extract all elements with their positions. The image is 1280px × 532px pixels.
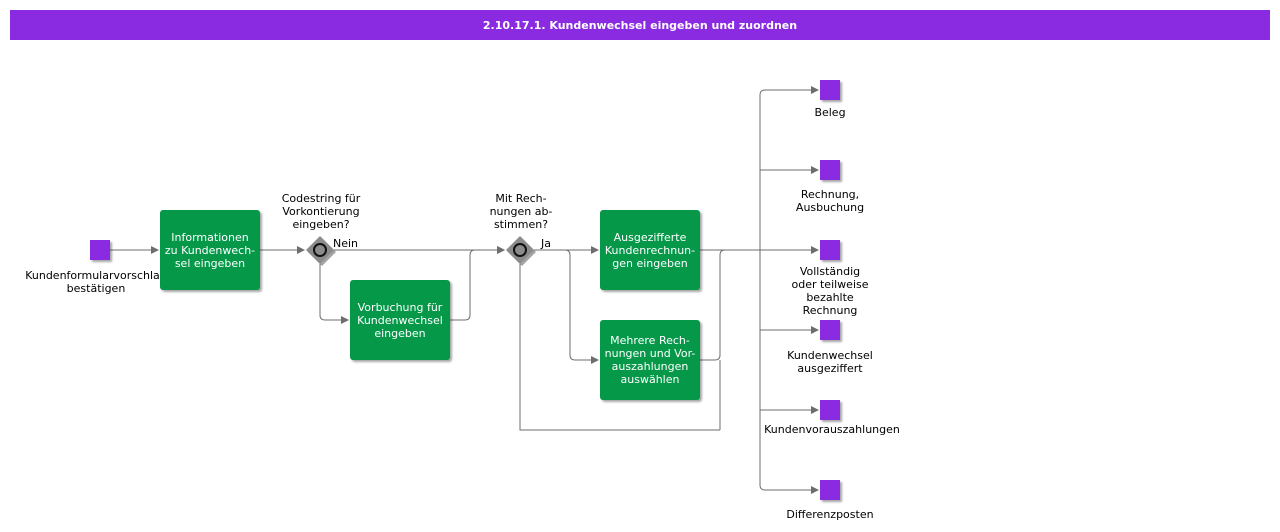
end-event-differenzposten[interactable] xyxy=(820,480,840,500)
flow-ja-to-mehrere xyxy=(564,249,599,364)
task-mehrere[interactable]: Mehrere Rech- nungen und Vor- auszahlung… xyxy=(600,320,700,400)
end-event-label: Kundenwechsel ausgeziffert xyxy=(787,349,873,375)
flow-vorbuchung-to-gateway2 xyxy=(450,246,505,321)
flow-gateway-to-vorbuchung xyxy=(319,264,349,324)
end-event-beleg[interactable] xyxy=(820,80,840,100)
gateway-codestring-question: Codestring für Vorkontierung eingeben? xyxy=(281,192,361,231)
gateway-codestring-branch: Nein xyxy=(333,237,359,250)
gateway-codestring[interactable] xyxy=(306,236,336,266)
end-event-label: Beleg xyxy=(814,106,846,119)
flow-gateway2-bypass xyxy=(519,264,720,431)
end-event-label: Kundenvorauszahlungen xyxy=(764,423,900,436)
end-event-kundenwechsel[interactable] xyxy=(820,320,840,340)
task-informationen[interactable]: Informationen zu Kundenwech- sel eingebe… xyxy=(160,210,260,290)
start-event[interactable] xyxy=(90,240,110,260)
flow-split-trunk xyxy=(759,89,766,491)
flow-mehrere-out xyxy=(700,249,760,361)
gateway-rechnungen-question: Mit Rech- nungen ab- stimmen? xyxy=(489,192,553,231)
task-vorbuchung[interactable]: Vorbuchung für Kundenwechsel eingeben xyxy=(350,280,450,360)
task-ausgezifferte[interactable]: Ausgezifferte Kundenrechnun- gen eingebe… xyxy=(600,210,700,290)
end-event-vorauszahlungen[interactable] xyxy=(820,400,840,420)
end-event-label: Vollständig oder teilweise bezahlte Rech… xyxy=(791,265,869,317)
gateway-rechnungen-branch: Ja xyxy=(541,237,551,250)
gateway-rechnungen[interactable] xyxy=(506,236,536,266)
diagram-title: 2.10.17.1. Kundenwechsel eingeben und zu… xyxy=(10,10,1270,40)
end-event-label: Rechnung, Ausbuchung xyxy=(795,188,865,214)
end-event-rechnung[interactable] xyxy=(820,160,840,180)
start-event-label: Kundenformularvorschlag bestätigen xyxy=(25,269,167,295)
end-event-label: Differenzposten xyxy=(786,508,874,521)
end-event-vollstaendig[interactable] xyxy=(820,240,840,260)
